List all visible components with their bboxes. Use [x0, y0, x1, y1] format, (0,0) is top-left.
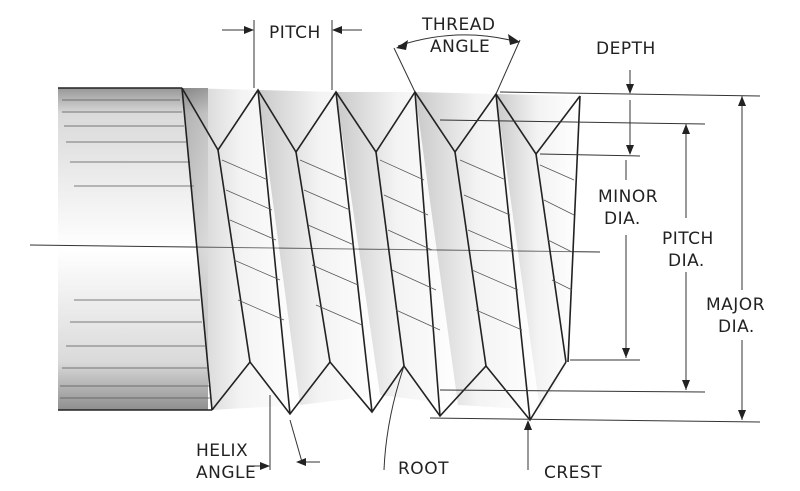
- thread-bottom-profile: [211, 360, 567, 422]
- flank-hatching: [221, 159, 575, 331]
- pitch-label: PITCH: [269, 23, 321, 43]
- minor-dia-label-line2: DIA.: [604, 209, 641, 229]
- helix-lines: [217, 89, 567, 421]
- thread-body: [182, 88, 580, 410]
- helix-angle-label-line1: HELIX: [196, 441, 248, 461]
- root-label: ROOT: [398, 459, 449, 479]
- pitch-dia-label-line2: DIA.: [668, 251, 705, 271]
- helix-angle-leader: [250, 395, 320, 470]
- pitch-dimension: [222, 20, 362, 90]
- pitch-dia-label-line1: PITCH: [662, 229, 714, 249]
- major-dia-label-line1: MAJOR: [706, 295, 765, 315]
- diameter-dimensions: [429, 70, 761, 423]
- crest-leader: [524, 420, 532, 470]
- thread-angle-label-line2: ANGLE: [430, 37, 490, 57]
- major-dia-label-line2: DIA.: [718, 317, 755, 337]
- thread-angle-dimension: [393, 34, 521, 95]
- plain-shaft: [58, 87, 212, 411]
- depth-label: DEPTH: [596, 39, 656, 59]
- minor-dia-label-line1: MINOR: [598, 187, 658, 207]
- crest-label: CREST: [544, 463, 602, 483]
- thread-angle-label-line1: THREAD: [421, 15, 495, 35]
- root-leader: [383, 365, 405, 471]
- helix-angle-label-line2: ANGLE: [196, 463, 256, 483]
